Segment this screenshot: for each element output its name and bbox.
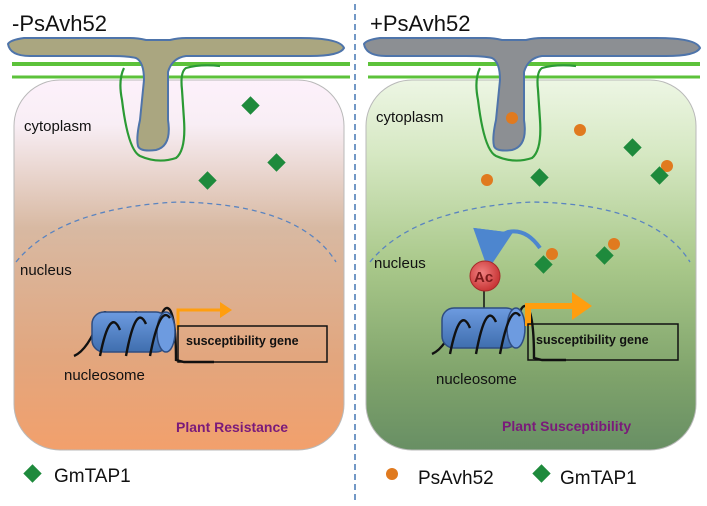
left-gene-box <box>177 325 328 363</box>
right-gene-label: susceptibility gene <box>536 333 649 347</box>
right-nucleosome-label: nucleosome <box>436 371 517 388</box>
left-title: -PsAvh52 <box>12 11 107 36</box>
right-title: +PsAvh52 <box>370 11 471 36</box>
right-dna-front <box>448 311 521 355</box>
left-panel: -PsAvh52 cytoplasm nucleus susceptibilit… <box>6 11 350 487</box>
gmtap1-diamond <box>198 171 217 190</box>
right-psavh52-group <box>481 112 673 260</box>
legend-gmtap1-label: GmTAP1 <box>54 466 131 487</box>
right-nucleus-label: nucleus <box>374 255 426 272</box>
left-cell <box>13 79 345 451</box>
right-cell <box>365 79 697 451</box>
left-arrowhead <box>220 302 232 318</box>
right-gene-box <box>527 323 679 361</box>
gmtap1-diamond <box>623 138 642 157</box>
psavh52-circle <box>574 124 586 136</box>
legend-psavh52-label: PsAvh52 <box>418 468 494 489</box>
right-nuclear-envelope <box>369 201 691 263</box>
left-nucleosome-label: nucleosome <box>64 367 145 384</box>
left-histone-end <box>156 311 176 353</box>
right-hypha <box>362 37 702 152</box>
left-nuclear-envelope <box>15 201 337 263</box>
left-legend: GmTAP1 <box>23 464 131 487</box>
left-nucleosome <box>73 306 214 364</box>
gmtap1-diamond <box>267 153 286 172</box>
left-outcome-label: Plant Resistance <box>176 419 288 435</box>
right-transcription-arrow <box>525 303 576 326</box>
left-dna-front <box>98 313 171 357</box>
psavh52-circle <box>661 160 673 172</box>
left-nucleus-label: nucleus <box>20 262 72 279</box>
right-outcome-label: Plant Susceptibility <box>502 418 631 434</box>
left-gmtap1-group <box>198 96 286 190</box>
gmtap1-diamond <box>595 246 614 265</box>
psavh52-circle <box>608 238 620 250</box>
psavh52-circle <box>481 174 493 186</box>
left-cytoplasm-label: cytoplasm <box>24 118 92 135</box>
right-cytoplasm-label: cytoplasm <box>376 109 444 126</box>
gmtap1-diamond <box>241 96 260 115</box>
right-extrahaustorial-membrane <box>475 64 577 162</box>
legend-psavh52-swatch <box>386 468 398 480</box>
left-gene-label: susceptibility gene <box>186 334 299 348</box>
psavh52-circle <box>506 112 518 124</box>
acetyl-group <box>469 260 501 292</box>
left-transcription-arrow <box>176 308 222 330</box>
acetyl-label: Ac <box>474 269 493 286</box>
gmtap1-diamond <box>530 168 549 187</box>
left-extrahaustorial-membrane <box>119 64 221 162</box>
legend-gmtap1-swatch <box>23 464 42 483</box>
legend-gmtap1-label-right: GmTAP1 <box>560 468 637 489</box>
gmtap1-diamond <box>534 255 553 274</box>
right-legend: PsAvh52 GmTAP1 <box>386 464 637 489</box>
right-panel: +PsAvh52 cytoplasm nucleus Ac <box>362 11 702 489</box>
psavh52-circle <box>546 248 558 260</box>
left-hypha <box>6 37 346 152</box>
right-arrowhead <box>572 292 592 320</box>
gmtap1-diamond <box>650 166 669 185</box>
acetylation-arrow <box>473 227 542 270</box>
legend-gmtap1-swatch <box>532 464 551 483</box>
right-gmtap1-group <box>530 138 669 274</box>
